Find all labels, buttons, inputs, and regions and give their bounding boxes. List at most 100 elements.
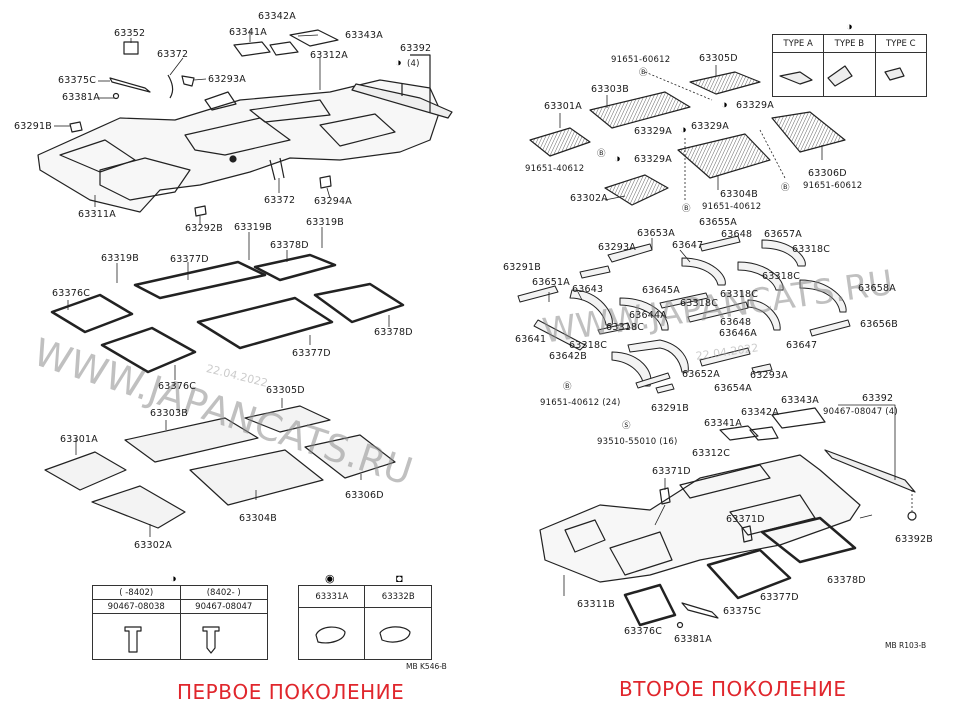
part-label[interactable]: 63658A [858,283,896,294]
diagram-code: MB R103-B [885,641,927,650]
clip-part-old[interactable]: 90467-08038 [92,599,181,614]
part-label[interactable]: 63655A [699,217,737,228]
part-label[interactable]: 63318C [720,289,759,300]
fastener-label[interactable]: 90467-08047 (4) [823,407,898,417]
part-label[interactable]: 63305D [266,385,305,396]
bracket-part-a[interactable]: 63331A [297,585,366,608]
clip-legend-table: ( -8402) (8402- ) 90467-08038 90467-0804… [92,585,268,660]
part-label[interactable]: 63657A [764,229,802,240]
part-label[interactable]: 63656B [860,319,898,330]
part-label[interactable]: 63318C [606,322,645,333]
part-label[interactable]: 63647 [786,340,818,351]
part-label[interactable]: 63381A [62,92,100,103]
part-label[interactable]: 63652A [682,369,720,380]
part-label[interactable]: 63319B [101,253,139,264]
part-label[interactable]: 63644A [629,310,667,321]
part-label[interactable]: 63318C [762,271,801,282]
part-label[interactable]: 63376C [158,381,197,392]
headliner-63311a [37,79,441,213]
part-label[interactable]: 63341A [704,418,742,429]
part-label[interactable]: 63302A [570,193,608,204]
part-label[interactable]: 63293A [208,74,246,85]
trim-panels-first-gen [44,405,396,529]
part-label[interactable]: 63306D [345,490,384,501]
part-label[interactable]: 63329A [634,126,672,137]
part-label[interactable]: 63291B [14,121,52,132]
part-label[interactable]: 63377D [292,348,331,359]
part-label[interactable]: 63376C [624,626,663,637]
part-label[interactable]: 63303B [591,84,629,95]
part-label[interactable]: 63372 [157,49,189,60]
fastener-label[interactable]: 91651-40612 (24) [540,398,621,408]
part-label[interactable]: 63305D [699,53,738,64]
part-label[interactable]: 63302A [134,540,172,551]
part-label[interactable]: 63377D [760,592,799,603]
part-label[interactable]: 63372 [264,195,296,206]
part-label[interactable]: 63291B [503,262,541,273]
part-label[interactable]: 63343A [345,30,383,41]
part-label[interactable]: 63318C [792,244,831,255]
fastener-label[interactable]: 91651-40612 [702,202,762,212]
part-label[interactable]: 63643 [572,284,604,295]
fastener-label[interactable]: 93510-55010 (16) [597,437,678,447]
part-label[interactable]: 63377D [170,254,209,265]
part-label[interactable]: 63311A [78,209,116,220]
part-label[interactable]: 63303B [150,408,188,419]
part-label[interactable]: 63392 [400,43,432,54]
part-label[interactable]: 63291B [651,403,689,414]
part-label[interactable]: 63648 [721,229,753,240]
part-label[interactable]: 63654A [714,383,752,394]
part-label[interactable]: 63378D [827,575,866,586]
part-label[interactable]: 63392B [895,534,933,545]
part-label[interactable]: 63304B [239,513,277,524]
part-label[interactable]: 63642B [549,351,587,362]
part-label[interactable]: 63648 [720,317,752,328]
part-label[interactable]: 63312C [692,448,731,459]
part-label[interactable]: 63311B [577,599,615,610]
part-label[interactable]: 63378D [374,327,413,338]
fastener-label[interactable]: 91651-40612 [525,164,585,174]
part-label[interactable]: 63319B [306,217,344,228]
type-c-header: TYPE C [874,34,928,53]
part-label[interactable]: 63375C [58,75,97,86]
clip-part-new[interactable]: 90467-08047 [179,599,268,614]
part-label[interactable]: 63318C [680,298,719,309]
part-label[interactable]: 63292B [185,223,223,234]
part-label[interactable]: 63381A [674,634,712,645]
part-label[interactable]: 63378D [270,240,309,251]
part-label[interactable]: 63392 [862,393,894,404]
part-label[interactable]: 63293A [598,242,636,253]
part-label[interactable]: 63306D [808,168,847,179]
part-label[interactable]: 63312A [310,50,348,61]
part-label[interactable]: 63375C [723,606,762,617]
part-label[interactable]: 63304B [720,189,758,200]
part-label[interactable]: 63653A [637,228,675,239]
bracket-part-b[interactable]: 63332B [364,585,432,608]
square-gear-icon: ◘ [396,573,403,585]
part-label[interactable]: 63329A [634,154,672,165]
part-label[interactable]: 63329A [736,100,774,111]
part-label[interactable]: 63647 [672,240,704,251]
part-label[interactable]: 63329A [691,121,729,132]
part-label[interactable]: 63646A [719,328,757,339]
part-label[interactable]: 63293A [750,370,788,381]
part-label[interactable]: 63352 [114,28,146,39]
part-label[interactable]: 63301A [60,434,98,445]
part-label[interactable]: 63318C [569,340,608,351]
part-label[interactable]: 63342A [741,407,779,418]
part-label[interactable]: 63645A [642,285,680,296]
half-circle-icon: ◑ [395,57,402,69]
part-label[interactable]: 63641 [515,334,547,345]
part-label[interactable]: 63342A [258,11,296,22]
part-label[interactable]: 63376C [52,288,91,299]
part-label[interactable]: 63371D [652,466,691,477]
part-label[interactable]: 63341A [229,27,267,38]
fastener-label[interactable]: 91651-60612 [611,55,671,65]
part-label[interactable]: 63294A [314,196,352,207]
part-label[interactable]: 63371D [726,514,765,525]
part-label[interactable]: 63319B [234,222,272,233]
part-label[interactable]: 63343A [781,395,819,406]
part-label[interactable]: 63301A [544,101,582,112]
fastener-label[interactable]: 91651-60612 [803,181,863,191]
part-label[interactable]: 63651A [532,277,570,288]
